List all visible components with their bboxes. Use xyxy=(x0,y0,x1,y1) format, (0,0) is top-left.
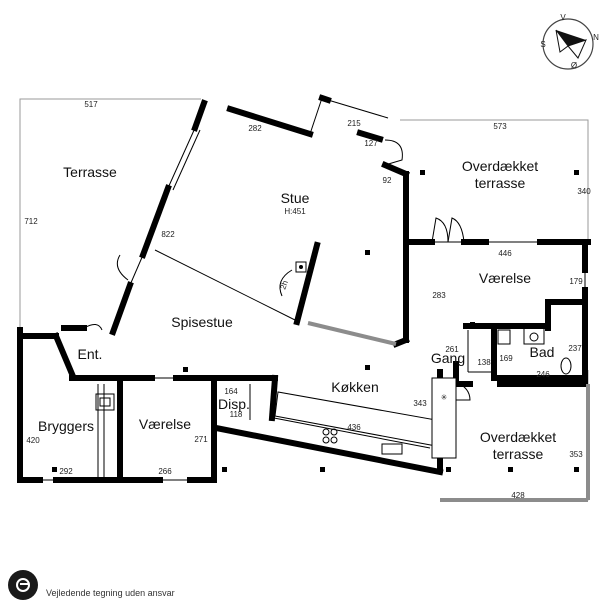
dim-712: 712 xyxy=(24,217,38,226)
dim-282: 282 xyxy=(248,124,262,133)
walls xyxy=(17,94,591,502)
dim-340: 340 xyxy=(577,187,591,196)
compass-s-label: S xyxy=(540,40,545,49)
room-label-vaerelse-1: Værelse xyxy=(479,270,531,286)
dim-266: 266 xyxy=(158,467,172,476)
dim-353: 353 xyxy=(569,450,583,459)
dim-118: 118 xyxy=(230,410,243,419)
logo-icon xyxy=(8,570,38,600)
compass-icon: V N Ø S xyxy=(540,13,599,70)
room-label-ent: Ent. xyxy=(78,346,103,362)
room-label-overdaekket-2-line2: terrasse xyxy=(493,446,544,462)
compass-v-label: V xyxy=(560,13,566,22)
dim-517: 517 xyxy=(84,100,98,109)
dim-127: 127 xyxy=(364,139,378,148)
compass-n-label: N xyxy=(593,33,599,42)
dim-428: 428 xyxy=(511,491,525,500)
room-label-gang: Gang xyxy=(431,350,465,366)
dim-822: 822 xyxy=(161,230,175,239)
room-label-stue: Stue xyxy=(281,190,310,206)
dim-292: 292 xyxy=(59,467,73,476)
room-label-koekken: Køkken xyxy=(331,379,378,395)
room-label-terrasse: Terrasse xyxy=(63,164,117,180)
dim-164: 164 xyxy=(224,387,238,396)
door-swings xyxy=(83,139,471,401)
dim-420: 420 xyxy=(26,436,40,445)
toilet-icon xyxy=(560,357,572,375)
dim-261: 261 xyxy=(445,345,459,354)
dim-92: 92 xyxy=(383,176,392,185)
dim-138: 138 xyxy=(477,358,491,367)
dim-446: 446 xyxy=(498,249,512,258)
room-label-spisestue: Spisestue xyxy=(171,314,233,330)
room-label-overdaekket-2-line1: Overdækket xyxy=(480,429,556,445)
room-label-bad: Bad xyxy=(530,344,555,360)
dim-237: 237 xyxy=(568,344,582,353)
disclaimer-text: Vejledende tegning uden ansvar xyxy=(46,588,175,598)
dim-283: 283 xyxy=(432,291,446,300)
compass-o-label: Ø xyxy=(571,61,577,70)
dim-215: 215 xyxy=(347,119,361,128)
dim-436: 436 xyxy=(347,423,361,432)
room-height-stue: H:451 xyxy=(284,207,306,216)
fan-icon: ✳ xyxy=(441,393,448,402)
dim-271: 271 xyxy=(194,435,208,444)
dim-179: 179 xyxy=(569,277,583,286)
stove-icon xyxy=(322,428,338,444)
dim-573: 573 xyxy=(493,122,507,131)
room-label-vaerelse-2: Værelse xyxy=(139,416,191,432)
room-label-disp: Disp. xyxy=(218,396,250,412)
fireplace-label: 2h xyxy=(278,279,290,290)
svg-text:✳: ✳ xyxy=(441,393,448,402)
washbasin-icon xyxy=(523,327,545,345)
dim-343: 343 xyxy=(413,399,427,408)
dim-169: 169 xyxy=(499,354,513,363)
room-label-overdaekket-1-line1: Overdækket xyxy=(462,158,538,174)
kitchen-counter xyxy=(273,377,457,459)
footer: Vejledende tegning uden ansvar xyxy=(8,570,308,604)
fireplace-icon: 2h xyxy=(278,261,307,297)
washing-machine-icon xyxy=(95,393,115,411)
ceiling-points xyxy=(52,170,579,472)
sink-icon xyxy=(381,443,403,455)
room-label-bryggers: Bryggers xyxy=(38,418,94,434)
shower-icon xyxy=(497,329,511,345)
room-label-overdaekket-1-line2: terrasse xyxy=(475,175,526,191)
dim-246: 246 xyxy=(536,370,550,379)
